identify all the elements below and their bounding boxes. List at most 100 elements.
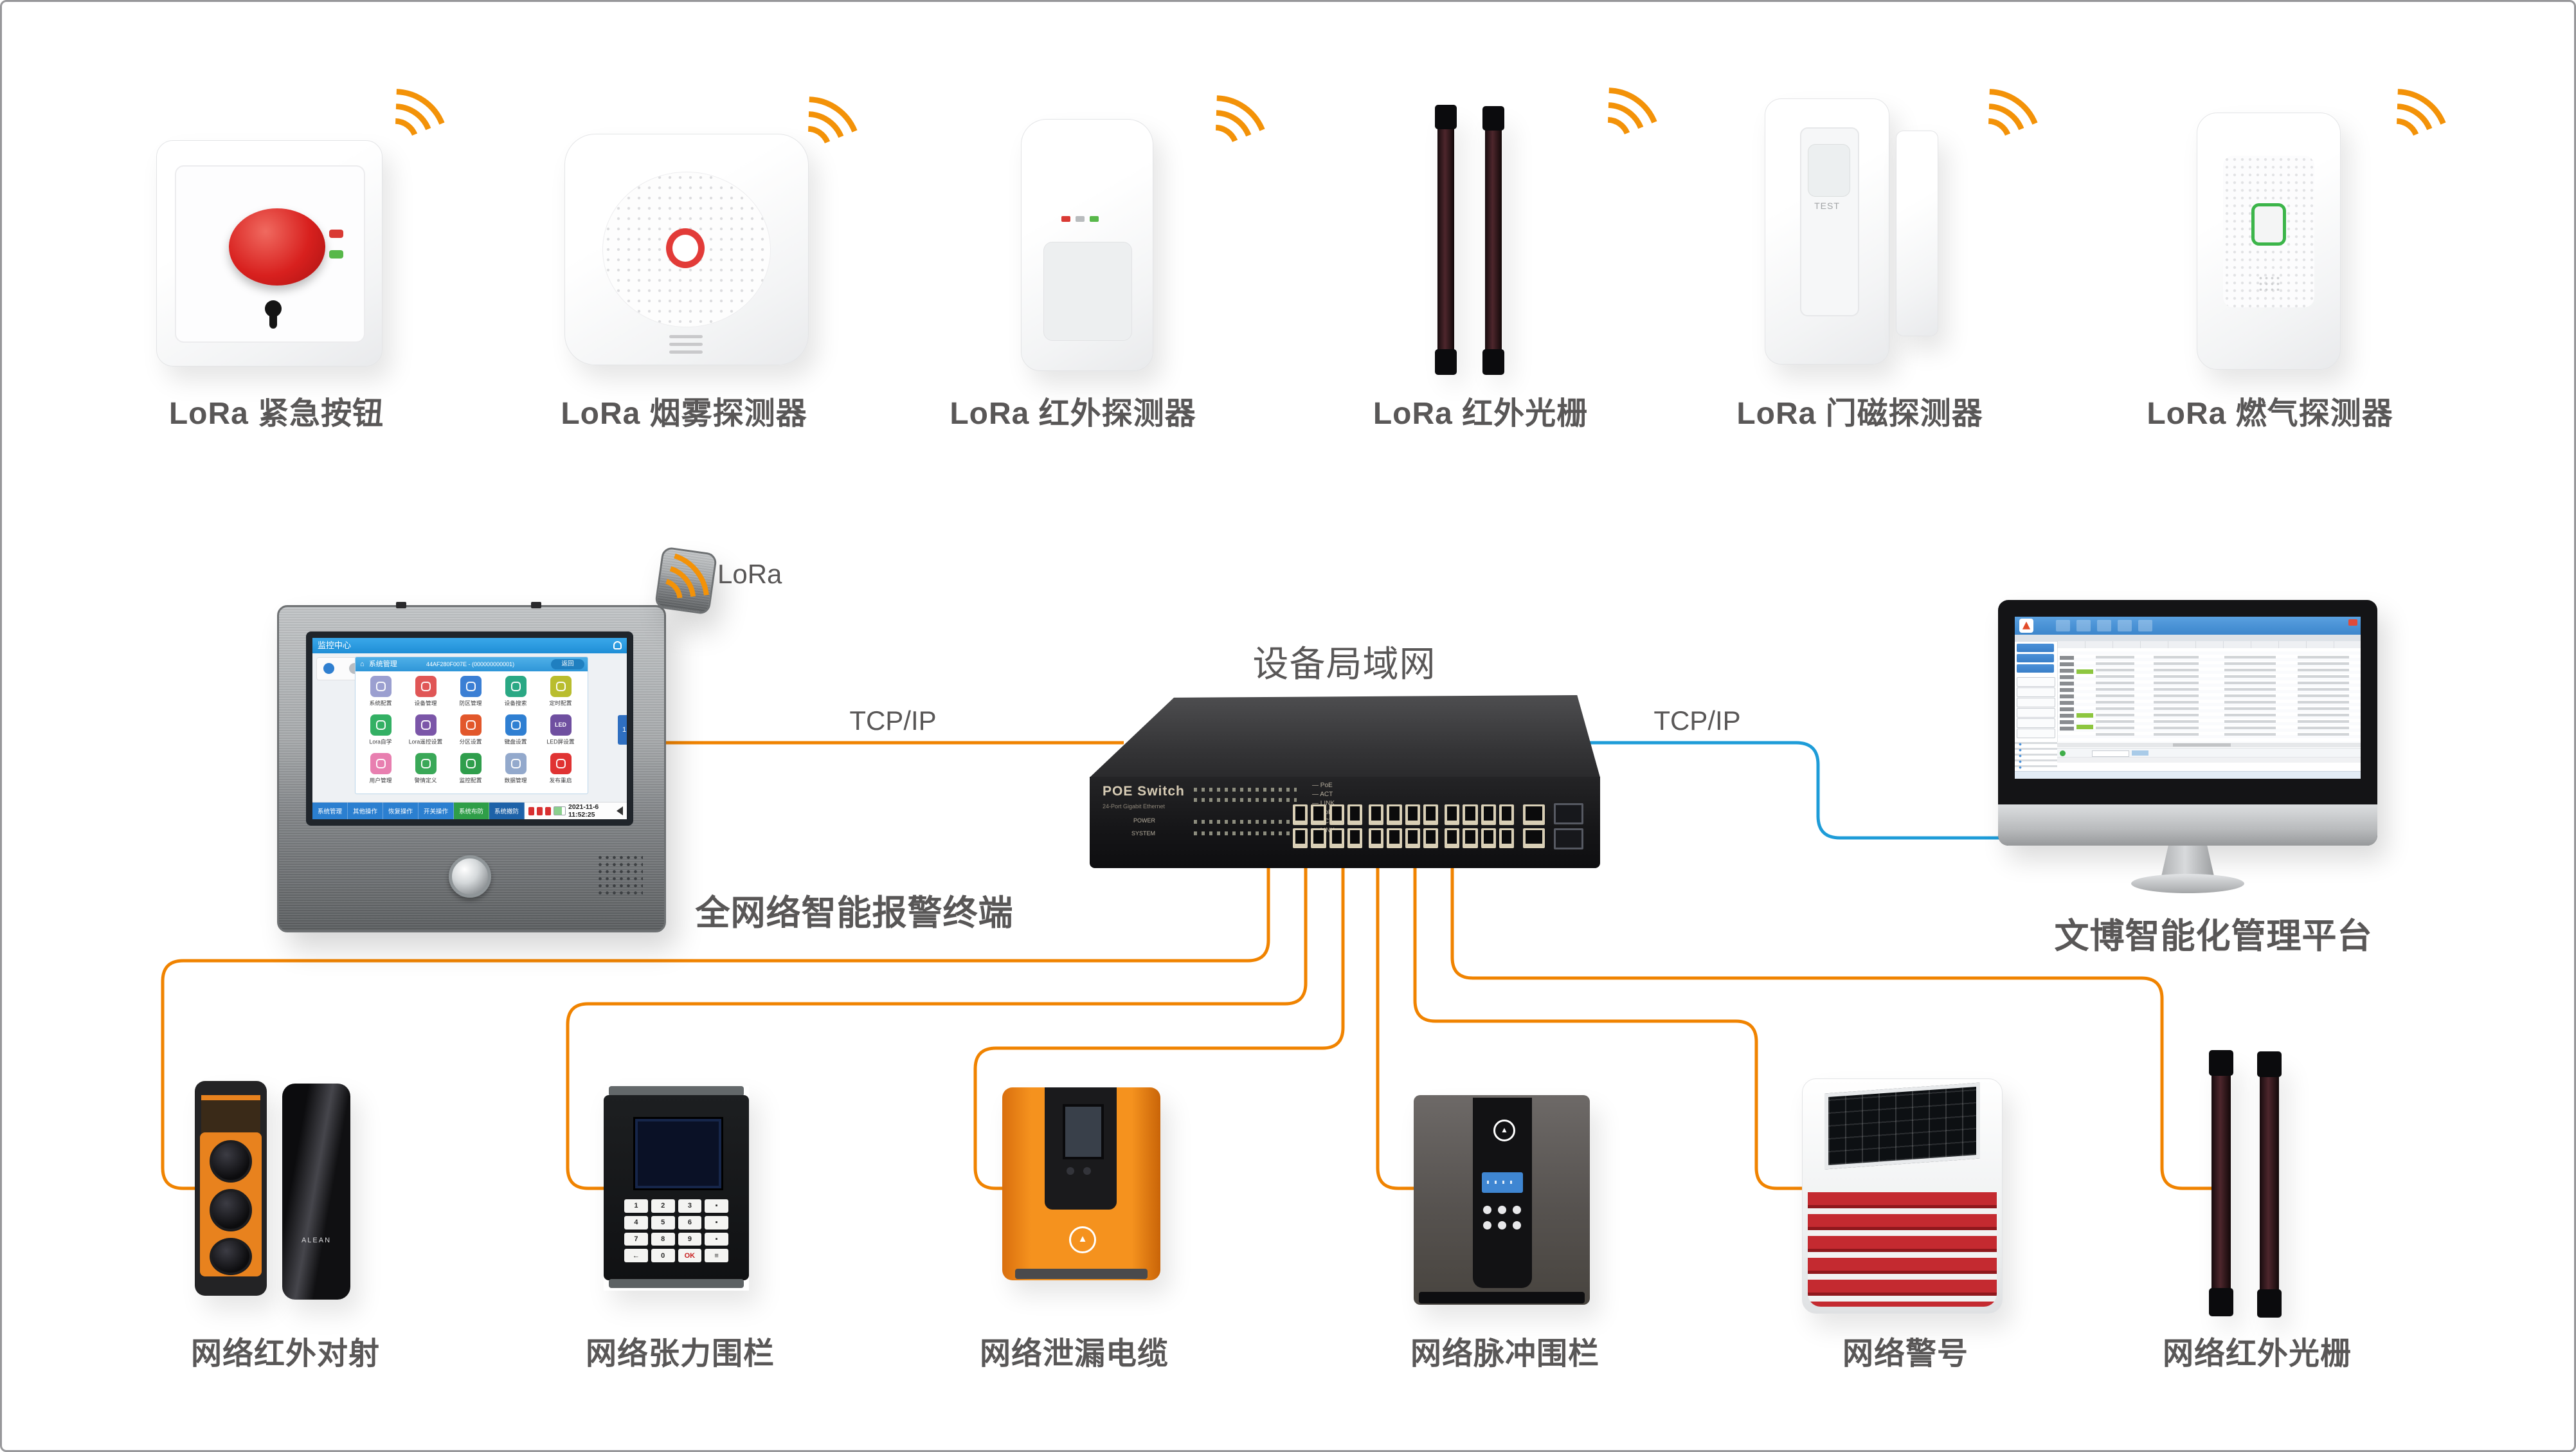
leak-button bbox=[1083, 1167, 1091, 1175]
app-tile: 数据管理 bbox=[493, 751, 538, 790]
zone-list bbox=[2015, 740, 2057, 772]
sfp-slot bbox=[1554, 828, 1583, 849]
app-tile: 发布重启 bbox=[538, 751, 583, 790]
uplink-ports bbox=[1523, 804, 1545, 848]
door-sensor-body: TEST bbox=[1765, 98, 1889, 365]
lan-label: 设备局域网 bbox=[1252, 644, 1436, 684]
label-siren: 网络警号 bbox=[1842, 1337, 1969, 1371]
pulse-button bbox=[1483, 1221, 1491, 1230]
keypad-key: 4 bbox=[624, 1215, 648, 1230]
device-gas-detector bbox=[2197, 113, 2341, 370]
keypad-key: 1 bbox=[624, 1199, 648, 1213]
rj45-port bbox=[1445, 804, 1460, 825]
terminal-label: 全网络智能报警终端 bbox=[695, 894, 1014, 932]
user-icon bbox=[613, 641, 622, 649]
sidebar-button bbox=[2017, 708, 2055, 718]
keypad-key: 7 bbox=[624, 1232, 648, 1246]
power-led-label: POWER bbox=[1133, 817, 1156, 824]
keypad-key: 5 bbox=[651, 1215, 675, 1230]
sfp-slots bbox=[1554, 803, 1583, 849]
port-group-2 bbox=[1369, 804, 1438, 848]
pulse-button bbox=[1513, 1206, 1521, 1214]
label-pir-detector: LoRa 红外探测器 bbox=[950, 397, 1196, 431]
toolbar-segment: 开关操作 bbox=[419, 803, 454, 819]
sfp-slot bbox=[1554, 803, 1583, 824]
rj45-port bbox=[1499, 804, 1514, 825]
toolbar-icon bbox=[2076, 620, 2091, 631]
pir-led-gray bbox=[1076, 216, 1085, 222]
wifi-icon bbox=[1977, 79, 2042, 149]
rj45-port bbox=[1347, 804, 1362, 825]
sidebar-button bbox=[2017, 729, 2055, 738]
door-magnet-strip bbox=[1896, 131, 1938, 336]
terminal-screw bbox=[396, 602, 406, 608]
alarm-status-icon bbox=[528, 806, 535, 815]
terminal-speaker-grille bbox=[597, 854, 643, 895]
rj45-port bbox=[1311, 804, 1326, 825]
grating-bar bbox=[1437, 110, 1454, 370]
sidebar-button bbox=[2017, 644, 2054, 652]
toolbar-icon bbox=[2056, 620, 2070, 631]
tcp-label-left: TCP/IP bbox=[849, 705, 937, 736]
pulse-button bbox=[1498, 1206, 1506, 1214]
device-smoke-detector bbox=[564, 134, 809, 365]
system-dialog: ⌂ 系统管理 44AF280F007E - (000000000001) 返回 … bbox=[355, 657, 588, 794]
leak-base bbox=[1015, 1269, 1148, 1279]
keypad-key: ▪ bbox=[705, 1232, 728, 1246]
terminal-screen: 监控中心 ⌂ 系统管理 44AF280F007E - (000000000001… bbox=[312, 638, 627, 819]
switch-front-panel bbox=[1090, 777, 1600, 868]
network-status-icon bbox=[545, 806, 552, 815]
system-led-label: SYSTEM bbox=[1131, 830, 1156, 837]
keypad-key: ← bbox=[624, 1249, 648, 1262]
smoke-vent bbox=[669, 343, 703, 346]
smoke-vent bbox=[669, 335, 703, 338]
app-tile: 系统配置 bbox=[358, 674, 403, 712]
battery-icon bbox=[554, 806, 566, 815]
platform-logo bbox=[2019, 619, 2033, 633]
wifi-icon bbox=[1596, 78, 1661, 148]
grating-cap bbox=[2257, 1051, 2282, 1077]
grating-bar bbox=[2260, 1057, 2279, 1318]
terminal-titlebar: 监控中心 bbox=[312, 638, 627, 653]
switch-led-row bbox=[1194, 788, 1297, 792]
toolbar-status-area: 2021-11-6 11:52:25 bbox=[525, 803, 627, 819]
keypad-key: 0 bbox=[651, 1249, 675, 1262]
siren-fins bbox=[1808, 1192, 1997, 1307]
label-door-magnet: LoRa 门磁探测器 bbox=[1736, 397, 1983, 431]
highlight-cell bbox=[2076, 725, 2093, 729]
switch-led-row bbox=[1194, 820, 1297, 824]
terminal-power-button bbox=[449, 855, 491, 898]
smoke-speaker-oval bbox=[602, 172, 771, 327]
beam-unit-closed: ALEAN bbox=[282, 1084, 350, 1300]
beam-board bbox=[201, 1095, 260, 1134]
close-icon bbox=[2348, 619, 2357, 626]
toolbar-segment: 其他操作 bbox=[348, 803, 383, 819]
label-leak-cable: 网络泄漏电缆 bbox=[979, 1337, 1169, 1371]
toolbar-segments: 系统管理其他操作恢复操作开关操作系统布防系统撤防 bbox=[312, 803, 525, 819]
leak-screen bbox=[1063, 1104, 1104, 1159]
led-green bbox=[329, 250, 343, 259]
tcp-label-right: TCP/IP bbox=[1653, 705, 1741, 736]
app-tile: 定时配置 bbox=[538, 674, 583, 712]
pulse-base bbox=[1419, 1292, 1585, 1303]
terminal-toolbar: 系统管理其他操作恢复操作开关操作系统布防系统撤防 2021-11-6 11:52… bbox=[312, 802, 627, 819]
dialog-header: ⌂ 系统管理 44AF280F007E - (000000000001) 返回 bbox=[356, 657, 588, 671]
app-tile: 键盘设置 bbox=[493, 712, 538, 751]
grating-cap bbox=[1435, 105, 1457, 129]
keypad-key: ▪ bbox=[705, 1215, 728, 1230]
switch-brand: POE Switch bbox=[1103, 784, 1185, 799]
lora-wifi-icon bbox=[654, 546, 718, 615]
beam-lens bbox=[210, 1140, 252, 1183]
toolbar-segment: 恢复操作 bbox=[383, 803, 419, 819]
rj45-port bbox=[1293, 804, 1308, 825]
beam-lens bbox=[210, 1189, 252, 1231]
rj45-port bbox=[1369, 804, 1384, 825]
wire-to-pulse-fence bbox=[1376, 867, 1415, 1190]
grating-bar bbox=[1485, 111, 1502, 370]
monitor-chin bbox=[1998, 804, 2377, 846]
leak-logo: ▲ bbox=[1069, 1226, 1096, 1253]
beam-brand: ALEAN bbox=[301, 1237, 332, 1244]
